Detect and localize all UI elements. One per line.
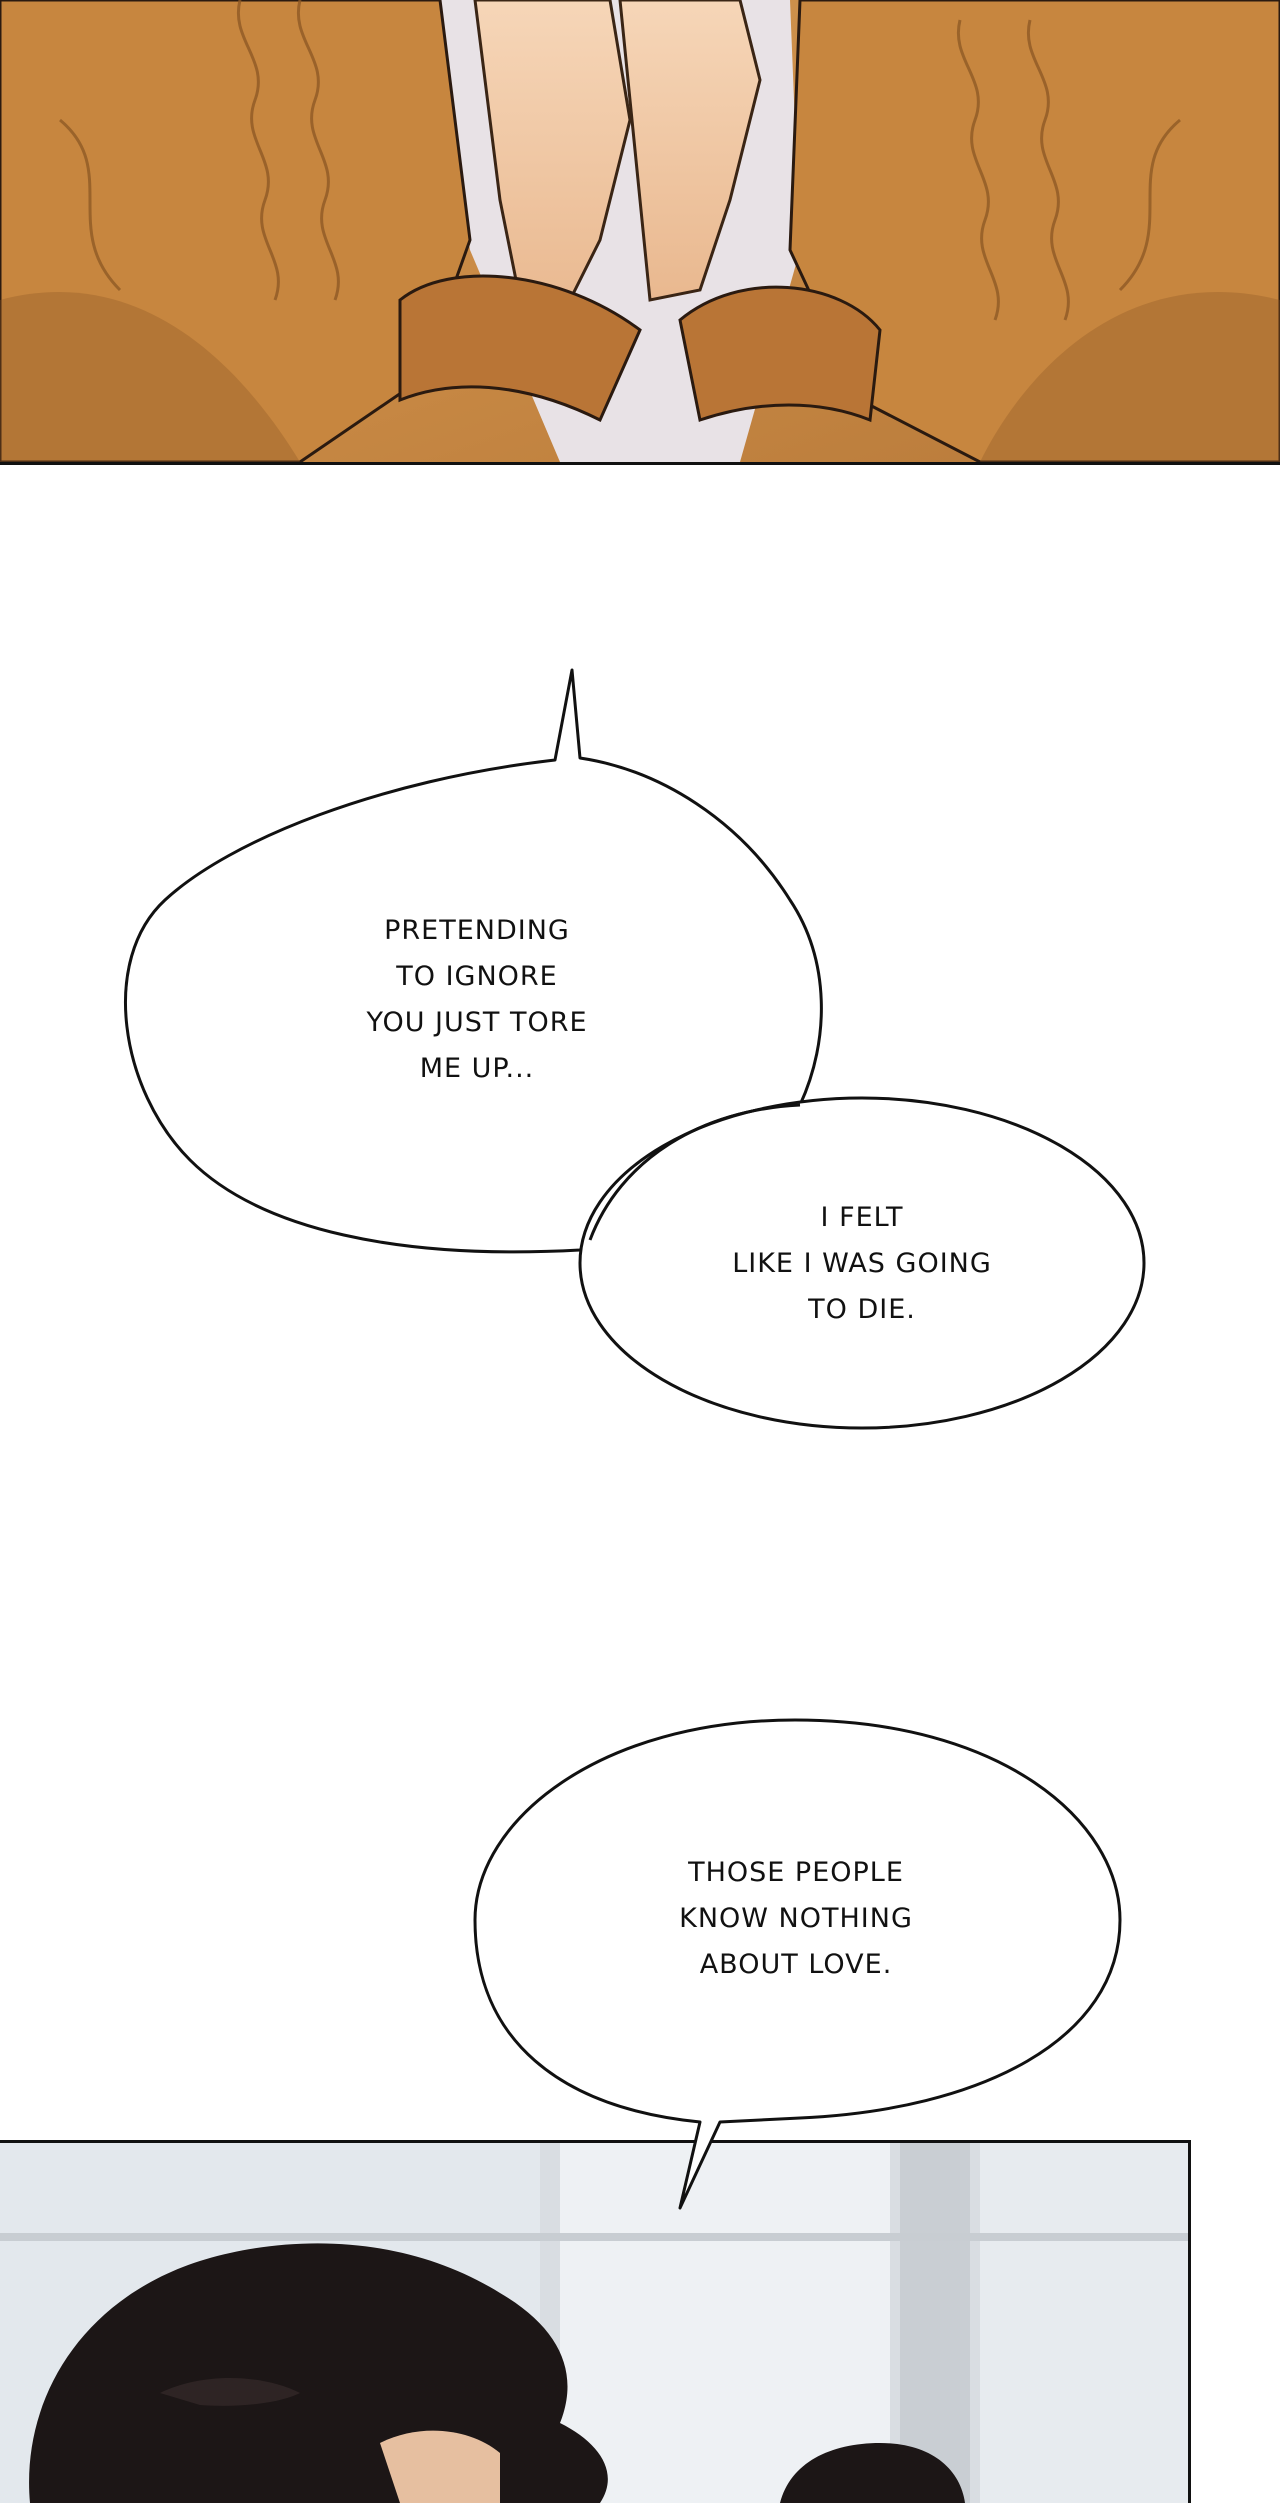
sweater-hands-illustration [0,0,1280,462]
bubble-3-line-3: ABOUT LOVE. [699,1949,893,1980]
bubble-1-line-3: YOU JUST TORE [366,1007,588,1038]
speech-bubble-1-text: PRETENDING TO IGNORE YOU JUST TORE ME UP… [366,908,587,1092]
bubble-2-line-3: TO DIE. [808,1294,916,1325]
office-characters-illustration [0,2143,1188,2503]
speech-bubble-3-text: THOSE PEOPLE KNOW NOTHING ABOUT LOVE. [679,1850,913,1988]
bubble-2-line-1: I FELT [820,1202,904,1233]
bubble-1-line-1: PRETENDING [384,915,570,946]
speech-bubble-2-text: I FELT LIKE I WAS GOING TO DIE. [732,1195,992,1333]
bubble-3-line-2: KNOW NOTHING [679,1903,913,1934]
top-panel-artwork [0,0,1280,465]
bubble-3-line-1: THOSE PEOPLE [688,1857,904,1888]
bubble-1-line-4: ME UP... [419,1053,535,1084]
bottom-panel-artwork [0,2140,1191,2503]
bubble-2-line-2: LIKE I WAS GOING [732,1248,992,1279]
bubble-1-line-2: TO IGNORE [396,961,558,992]
